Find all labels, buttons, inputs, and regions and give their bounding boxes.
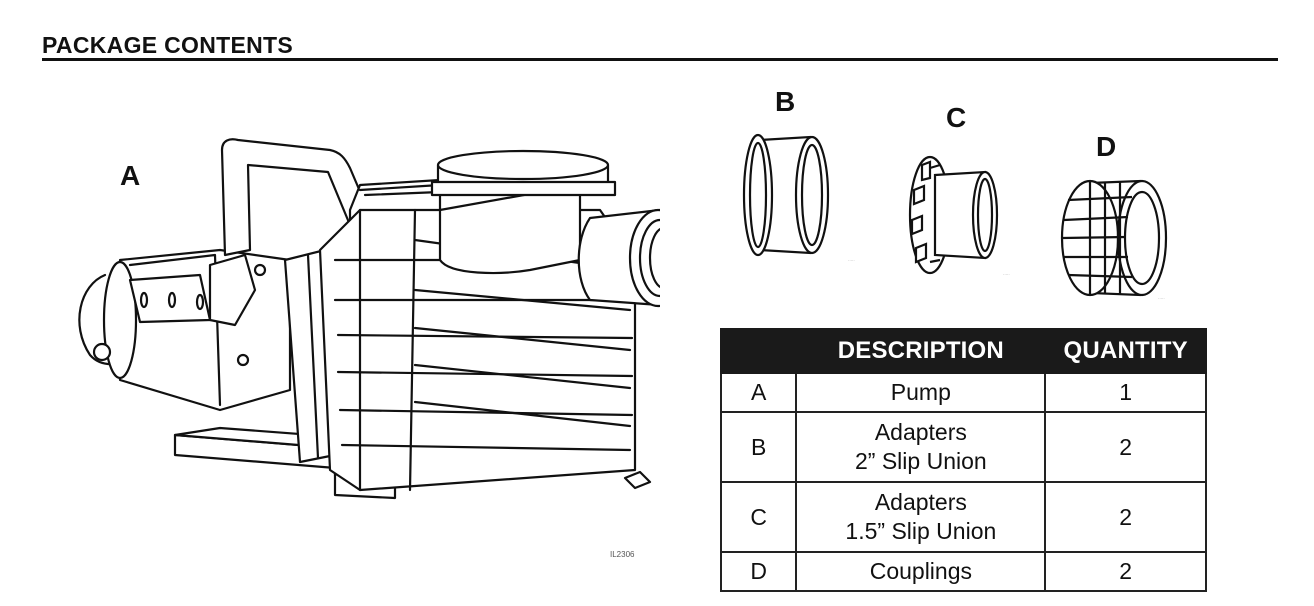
table-row: D Couplings 2	[719, 551, 1207, 592]
label-d: D	[1096, 131, 1117, 162]
adapter-b-illustration	[742, 133, 830, 257]
row-description: Adapters 2” Slip Union	[795, 411, 1047, 483]
pump-illustration	[78, 138, 660, 500]
section-heading: PACKAGE CONTENTS	[42, 32, 293, 58]
label-a: A	[120, 160, 141, 191]
package-contents-table: DESCRIPTION QUANTITY A Pump 1 B Adapters…	[719, 328, 1207, 592]
header-description: DESCRIPTION	[795, 328, 1047, 374]
illustration-code: IL2306	[610, 550, 635, 559]
row-description: Couplings	[795, 551, 1047, 592]
description-line: 1.5” Slip Union	[845, 518, 997, 544]
label-b: B	[775, 86, 796, 117]
row-key: A	[719, 372, 798, 413]
label-c: C	[946, 102, 967, 133]
header-key	[719, 328, 798, 374]
header-quantity: QUANTITY	[1044, 328, 1207, 374]
adapter-c-code-mark: ·····	[1003, 272, 1010, 277]
table-header-row: DESCRIPTION QUANTITY	[719, 328, 1207, 374]
description-line: Pump	[890, 379, 951, 405]
row-quantity: 2	[1044, 481, 1207, 553]
adapter-b-code-mark: ·····	[848, 258, 855, 263]
description-line: Couplings	[869, 558, 972, 584]
table-row: A Pump 1	[719, 372, 1207, 413]
description-line: Adapters	[874, 419, 967, 445]
row-quantity: 1	[1044, 372, 1207, 413]
table-row: C Adapters 1.5” Slip Union 2	[719, 481, 1207, 553]
table-row: B Adapters 2” Slip Union 2	[719, 411, 1207, 483]
description-line: Adapters	[874, 489, 967, 515]
row-description: Adapters 1.5” Slip Union	[795, 481, 1047, 553]
adapter-c-illustration	[908, 155, 999, 275]
row-key: B	[719, 411, 798, 483]
row-key: D	[719, 551, 798, 592]
coupling-d-illustration	[1060, 179, 1168, 297]
row-description: Pump	[795, 372, 1047, 413]
coupling-d-code-mark: ·····	[1158, 296, 1165, 301]
heading-rule	[42, 58, 1278, 61]
row-key: C	[719, 481, 798, 553]
description-line: 2” Slip Union	[855, 448, 987, 474]
row-quantity: 2	[1044, 411, 1207, 483]
row-quantity: 2	[1044, 551, 1207, 592]
